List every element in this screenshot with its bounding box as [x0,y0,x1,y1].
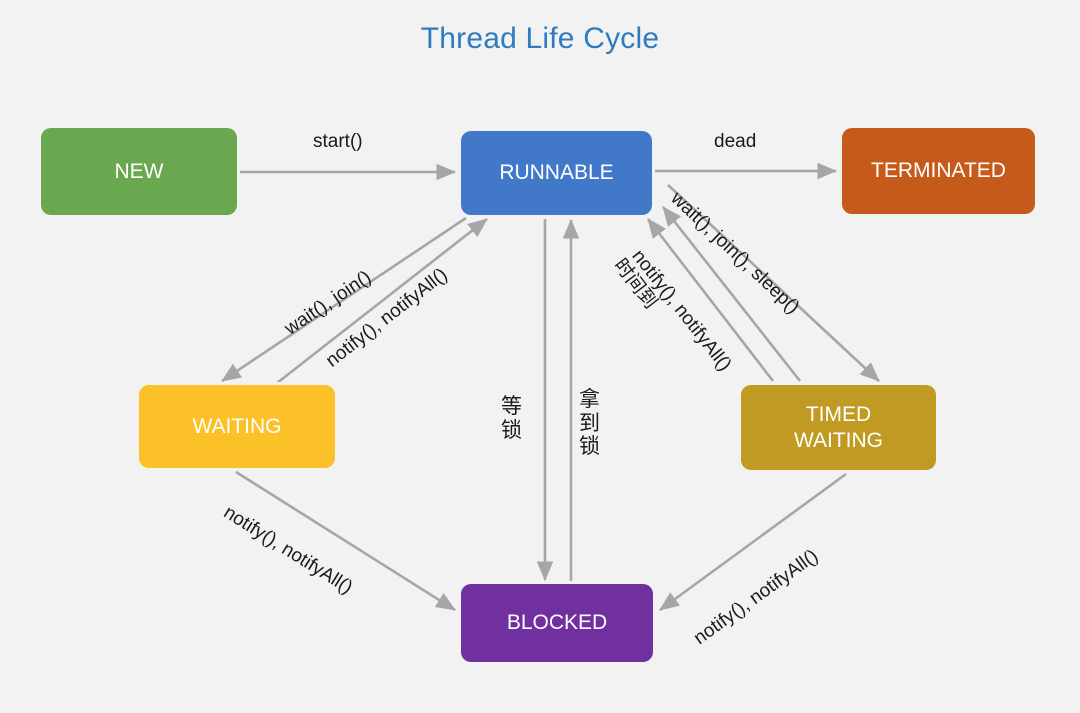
node-blocked-label: BLOCKED [506,611,608,635]
node-waiting[interactable]: WAITING [139,385,335,468]
edge-label-start: start() [313,131,363,152]
edge-label-notify-timed-blocked: notify(), notifyAll() [690,545,823,650]
node-terminated[interactable]: TERMINATED [842,128,1035,214]
edge-waiting-runnable [276,217,488,385]
node-blocked[interactable]: BLOCKED [461,584,653,662]
node-runnable[interactable]: RUNNABLE [461,131,652,215]
edge-label-notify-waiting-blocked: notify(), notifyAll() [219,502,357,599]
node-timed-waiting[interactable]: TIMED WAITING [741,385,936,470]
node-timed-waiting-label: TIMED WAITING [793,402,884,452]
node-waiting-label: WAITING [192,414,282,438]
edge-label-dead: dead [714,131,757,152]
edge-label-got-lock: 拿到锁 [579,388,601,459]
edge-label-wait-lock: 等锁 [501,395,523,442]
page-title: Thread Life Cycle [420,22,660,55]
node-new[interactable]: NEW [41,128,237,215]
node-runnable-label: RUNNABLE [499,161,614,185]
node-terminated-label: TERMINATED [871,159,1006,183]
node-new-label: NEW [114,159,164,183]
